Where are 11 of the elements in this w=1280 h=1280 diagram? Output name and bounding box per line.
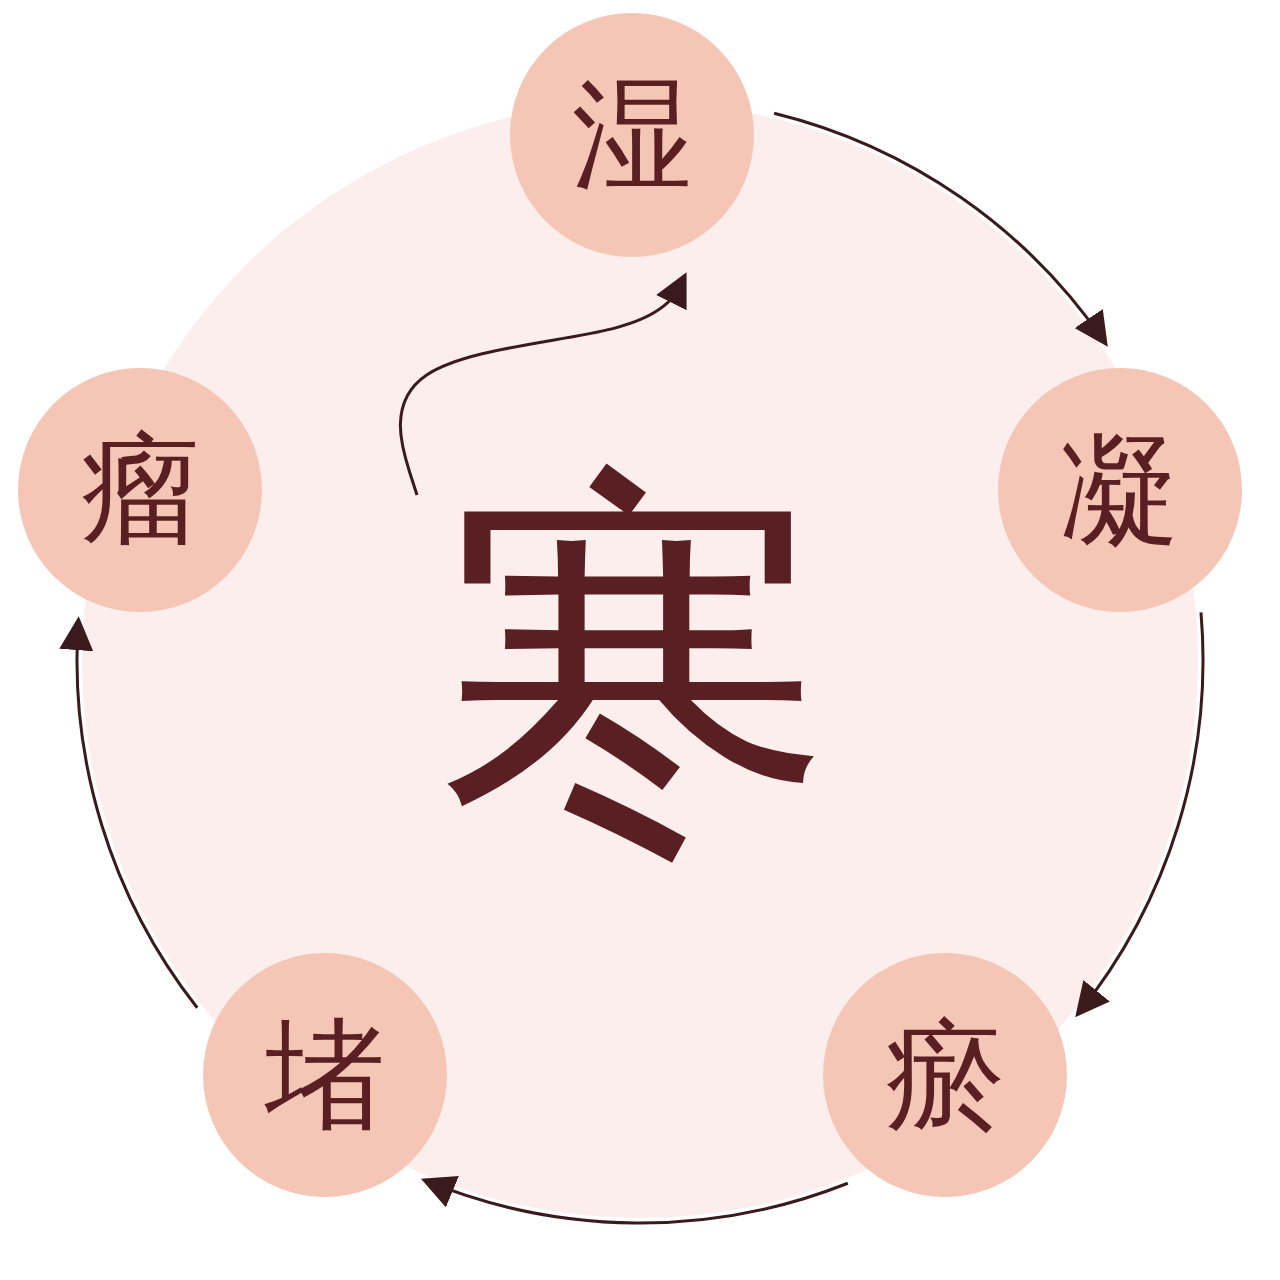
curved-arrow bbox=[1075, 612, 1204, 1018]
node-character: 湿 bbox=[572, 75, 692, 195]
curved-arrow bbox=[61, 616, 199, 1009]
curved-arrow bbox=[420, 1173, 849, 1225]
node-character: 凝 bbox=[1060, 430, 1180, 550]
node-character: 瘤 bbox=[80, 430, 200, 550]
center-character: 寒 bbox=[435, 465, 835, 865]
curved-arrow bbox=[773, 111, 1108, 347]
node-character: 瘀 bbox=[885, 1015, 1005, 1135]
curved-arrow bbox=[399, 272, 687, 496]
node-character: 堵 bbox=[265, 1015, 385, 1135]
